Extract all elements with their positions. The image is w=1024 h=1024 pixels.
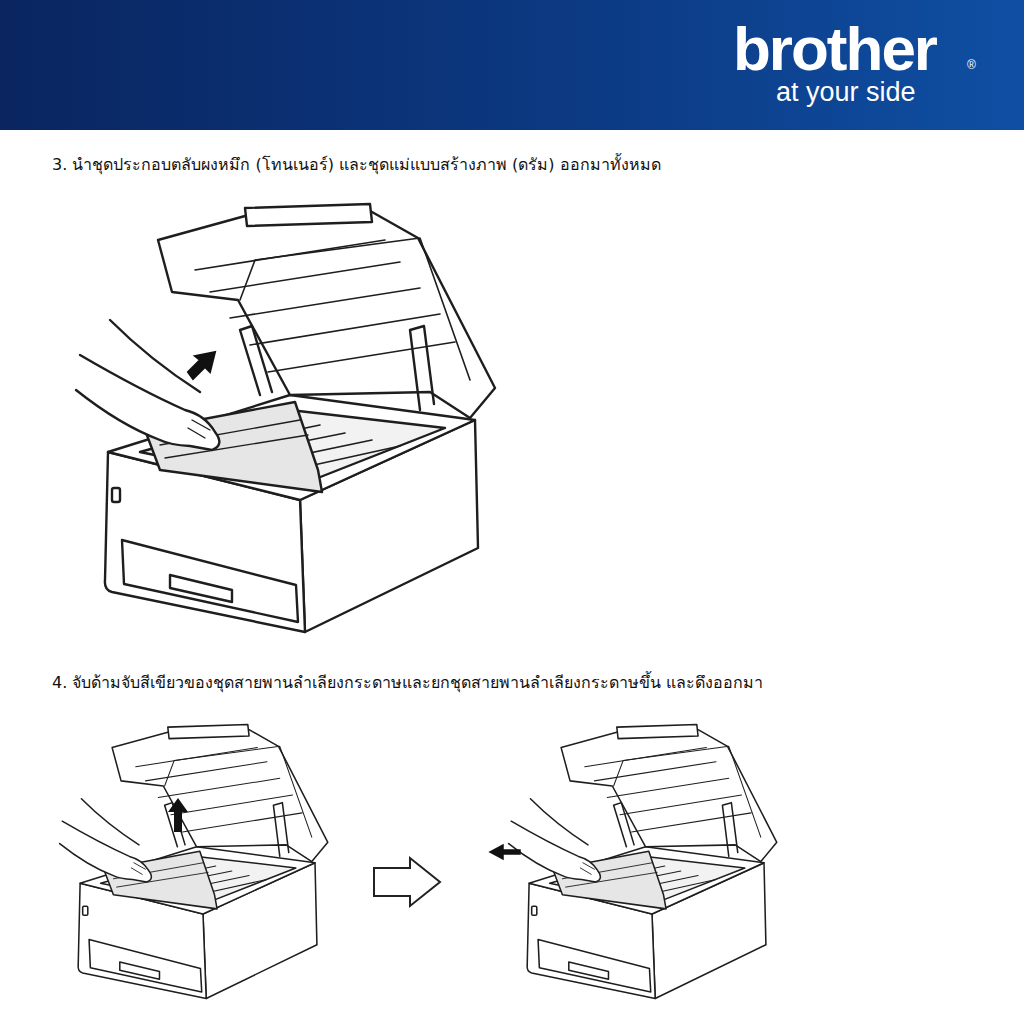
printer-large	[76, 204, 495, 632]
step-instruction: 3. นำชุดประกอบตลับผงหมึก (โทนเนอร์) และช…	[52, 155, 661, 174]
brand-tagline: at your side	[776, 76, 916, 108]
printer-right	[490, 725, 777, 999]
registered-mark: ®	[967, 58, 976, 72]
brand-logo: brother	[733, 12, 936, 86]
printer-left	[60, 725, 328, 999]
step-instruction: 4. จับด้ามจับสีเขียวของชุดสายพานลำเลียงก…	[52, 673, 763, 692]
header-band	[0, 0, 1024, 130]
step-arrow	[374, 858, 440, 906]
